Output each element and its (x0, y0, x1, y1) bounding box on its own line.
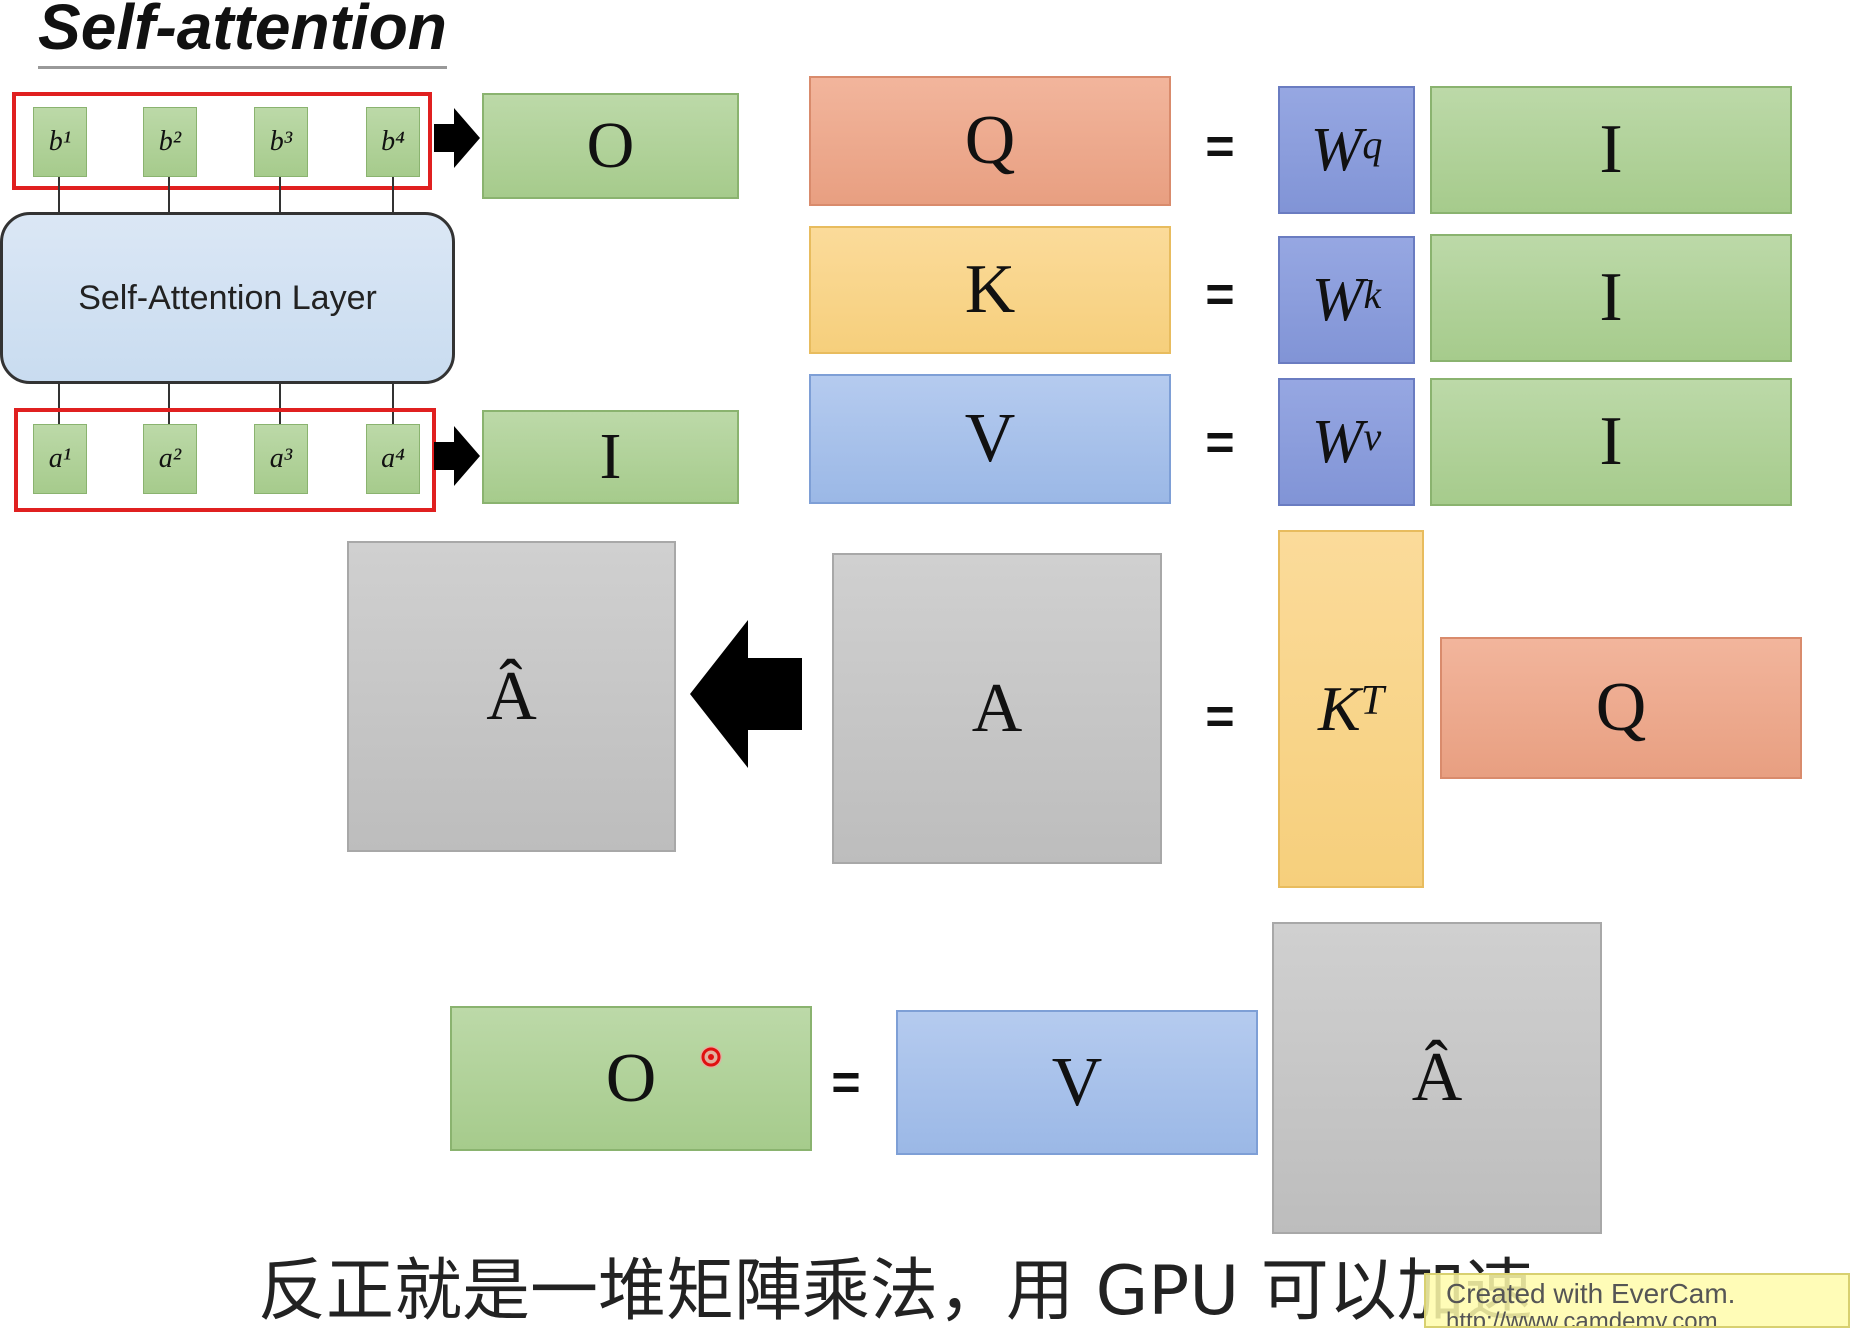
matrix-i: I (1430, 234, 1792, 362)
matrix-a-hat: Â (347, 541, 676, 852)
right-arrow-icon (434, 426, 480, 486)
connector (58, 384, 60, 424)
matrix-a: A (832, 553, 1162, 864)
matrix-i: I (482, 410, 739, 504)
cursor-pointer-icon (700, 1046, 722, 1068)
matrix-v: V (896, 1010, 1258, 1155)
matrix-k-transpose-base: K (1317, 673, 1361, 744)
equals-sign: = (831, 1054, 861, 1110)
watermark-line1: Created with EverCam. (1446, 1278, 1736, 1309)
watermark: Created with EverCam. http://www.camdemy… (1424, 1273, 1850, 1328)
equals-sign: = (1205, 414, 1235, 470)
matrix-a-hat: Â (1272, 922, 1602, 1234)
connector (392, 384, 394, 424)
matrix-wk-base: W (1311, 265, 1364, 334)
right-arrow-icon (434, 108, 480, 168)
matrix-wk-sup: k (1363, 271, 1382, 317)
self-attention-layer: Self-Attention Layer (0, 212, 455, 384)
input-vector-a3: a³ (254, 424, 308, 494)
equals-sign: = (1205, 118, 1235, 174)
matrix-k-transpose-sup: T (1360, 678, 1385, 724)
matrix-wq-sup: q (1362, 121, 1383, 167)
output-vector-b4: b⁴ (366, 107, 420, 177)
output-vector-b3: b³ (254, 107, 308, 177)
left-arrow-icon (690, 620, 802, 768)
connector (279, 177, 281, 214)
connector (168, 384, 170, 424)
input-vector-a1: a¹ (33, 424, 87, 494)
matrix-i: I (1430, 86, 1792, 214)
connector (392, 177, 394, 214)
equals-sign: = (1205, 688, 1235, 744)
output-vector-b1: b¹ (33, 107, 87, 177)
matrix-v: V (809, 374, 1171, 504)
connector (58, 177, 60, 214)
matrix-q: Q (1440, 637, 1802, 779)
connector (168, 177, 170, 214)
subtitle-caption: 反正就是一堆矩陣乘法，用 GPU 可以加速 (258, 1252, 1533, 1331)
matrix-wv-sup: v (1363, 413, 1382, 459)
connector (279, 384, 281, 424)
matrix-wv-base: W (1311, 407, 1364, 476)
matrix-k: K (809, 226, 1171, 354)
output-vectors-frame (12, 92, 432, 190)
input-vector-a4: a⁴ (366, 424, 420, 494)
input-vector-a2: a² (143, 424, 197, 494)
matrix-i: I (1430, 378, 1792, 506)
matrix-q: Q (809, 76, 1171, 206)
page-title: Self-attention (38, 0, 447, 69)
output-vector-b2: b² (143, 107, 197, 177)
matrix-o: O (482, 93, 739, 199)
equals-sign: = (1205, 266, 1235, 322)
watermark-line2: http://www.camdemy.com (1446, 1308, 1718, 1328)
matrix-wq-base: W (1310, 115, 1363, 184)
matrix-o: O (450, 1006, 812, 1151)
